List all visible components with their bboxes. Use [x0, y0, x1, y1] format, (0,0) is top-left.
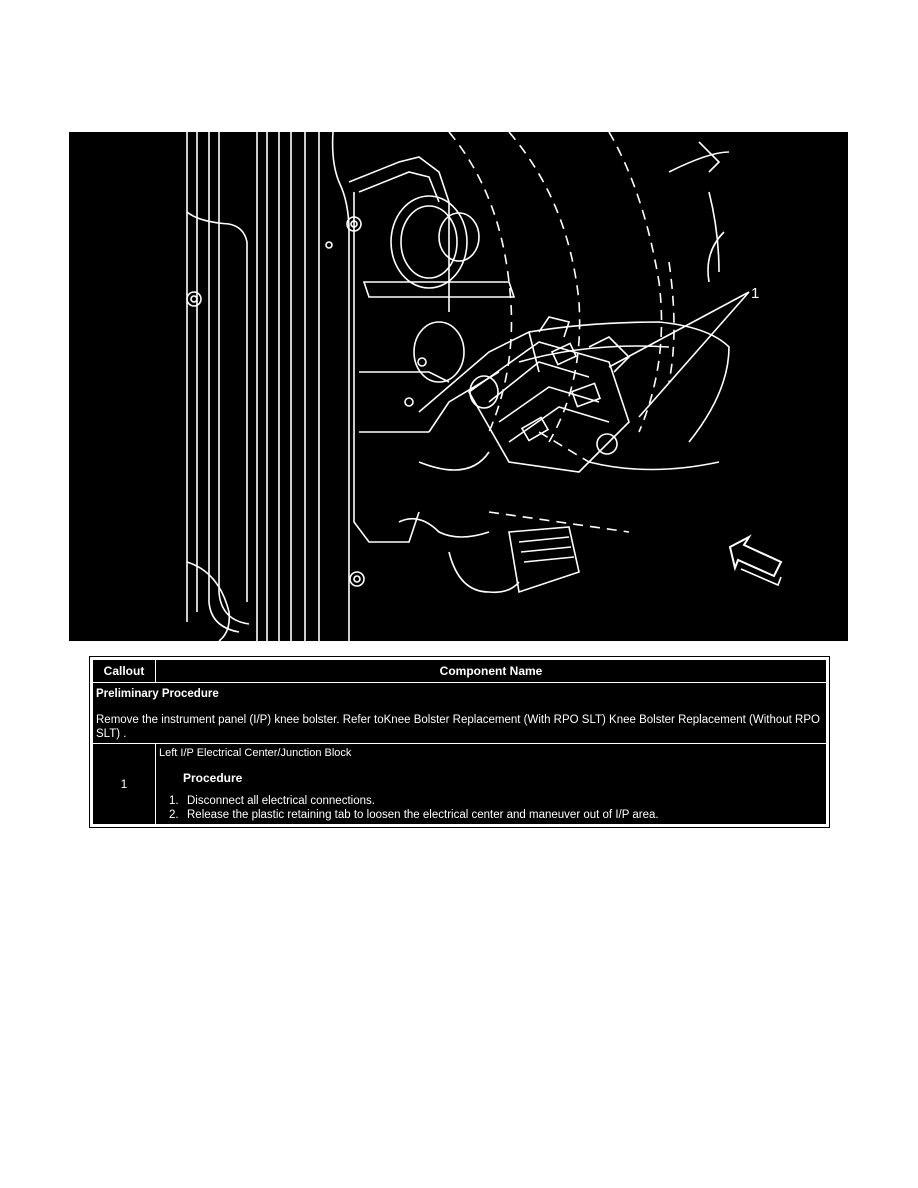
- procedure-steps: 1. Disconnect all electrical connections.…: [159, 794, 823, 822]
- callout-table: Callout Component Name Preliminary Proce…: [89, 656, 830, 828]
- preliminary-cell: Preliminary Procedure Remove the instrum…: [91, 682, 828, 744]
- table-row: 1 Left I/P Electrical Center/Junction Bl…: [91, 743, 828, 826]
- preliminary-row: Preliminary Procedure Remove the instrum…: [91, 682, 828, 744]
- step-number: 1.: [169, 795, 179, 807]
- list-item: 1. Disconnect all electrical connections.: [169, 794, 823, 808]
- leader-lines: [608, 291, 750, 418]
- illustration-drawing: 1: [186, 132, 783, 641]
- step-number: 2.: [169, 809, 179, 821]
- table-header-row: Callout Component Name: [91, 658, 828, 683]
- direction-arrow: [728, 534, 783, 587]
- lower-arc: [186, 561, 231, 641]
- header-callout: Callout: [91, 658, 156, 683]
- component-cell: Left I/P Electrical Center/Junction Bloc…: [155, 743, 828, 826]
- mounting-bracket: [348, 156, 540, 543]
- openings: [390, 195, 499, 409]
- header-component-name: Component Name: [155, 658, 828, 683]
- component-illustration: 1: [69, 132, 848, 641]
- dash-panel: [518, 141, 730, 471]
- step-text: Release the plastic retaining tab to loo…: [187, 809, 659, 821]
- wire-harness: [398, 451, 580, 594]
- callout-number: 1: [91, 743, 156, 826]
- hidden-lines: [448, 132, 675, 533]
- component-name: Left I/P Electrical Center/Junction Bloc…: [159, 747, 352, 759]
- step-text: Disconnect all electrical connections.: [187, 795, 375, 807]
- left-trim-lines: [186, 132, 350, 641]
- junction-block: [467, 316, 631, 473]
- procedure-title: Procedure: [183, 771, 243, 785]
- preliminary-title: Preliminary Procedure: [96, 688, 219, 700]
- preliminary-text: Remove the instrument panel (I/P) knee b…: [96, 714, 820, 740]
- list-item: 2. Release the plastic retaining tab to l…: [169, 808, 823, 822]
- callout-label-1: 1: [751, 285, 759, 302]
- fasteners: [186, 216, 427, 587]
